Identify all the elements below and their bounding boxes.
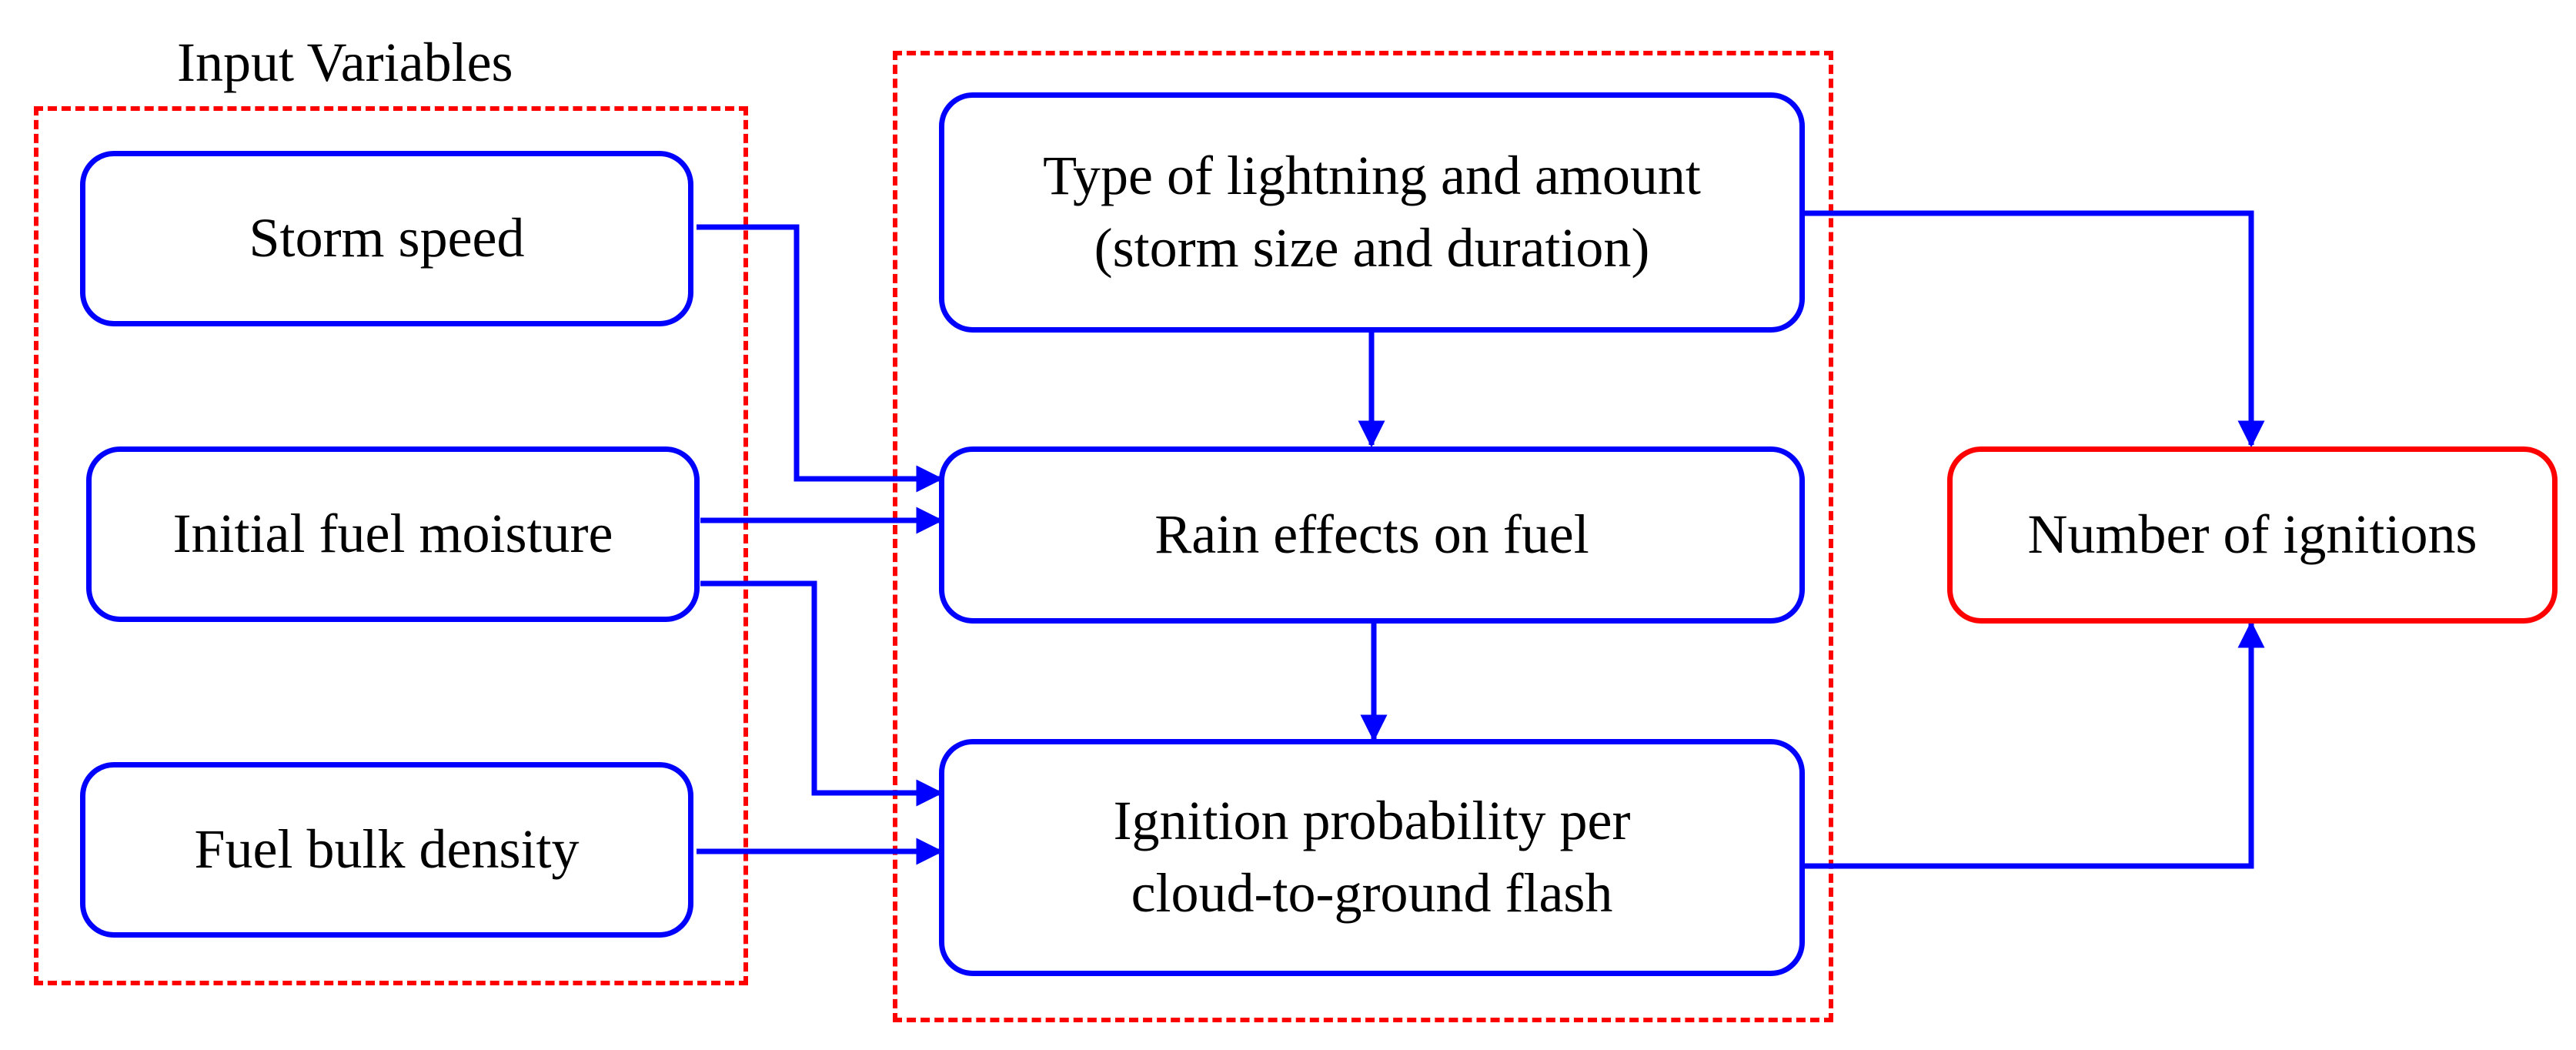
fuel-bulk-density-label: Fuel bulk density [194, 818, 580, 881]
number-of-ignitions-label: Number of ignitions [2027, 503, 2477, 566]
initial-fuel-moisture-label: Initial fuel moisture [172, 503, 613, 565]
arrow-ignition-to-ignitions [1805, 620, 2265, 869]
arrow-lightning-to-ignitions [1805, 210, 2265, 448]
storm-speed-label: Storm speed [249, 207, 525, 269]
process-group [893, 51, 1833, 1022]
input-variables-group [34, 106, 748, 985]
ignition-probability-box: Ignition probability per cloud-to-ground… [939, 739, 1805, 976]
number-of-ignitions-box: Number of ignitions [1947, 446, 2558, 624]
ignition-probability-line1: Ignition probability per [1113, 790, 1631, 852]
lightning-type-line2: (storm size and duration) [1094, 217, 1650, 279]
fuel-bulk-density-box: Fuel bulk density [80, 762, 693, 938]
arrow-storm-speed-to-rain [697, 224, 944, 493]
arrow-moisture-to-ignition [700, 580, 944, 807]
lightning-type-line1: Type of lightning and amount [1043, 145, 1701, 207]
rain-effects-label: Rain effects on fuel [1154, 503, 1589, 566]
ignition-probability-line2: cloud-to-ground flash [1131, 862, 1613, 924]
rain-effects-box: Rain effects on fuel [939, 446, 1805, 624]
input-variables-label: Input Variables [177, 32, 513, 93]
lightning-type-box: Type of lightning and amount (storm size… [939, 92, 1805, 333]
initial-fuel-moisture-box: Initial fuel moisture [86, 446, 700, 622]
storm-speed-box: Storm speed [80, 151, 693, 326]
